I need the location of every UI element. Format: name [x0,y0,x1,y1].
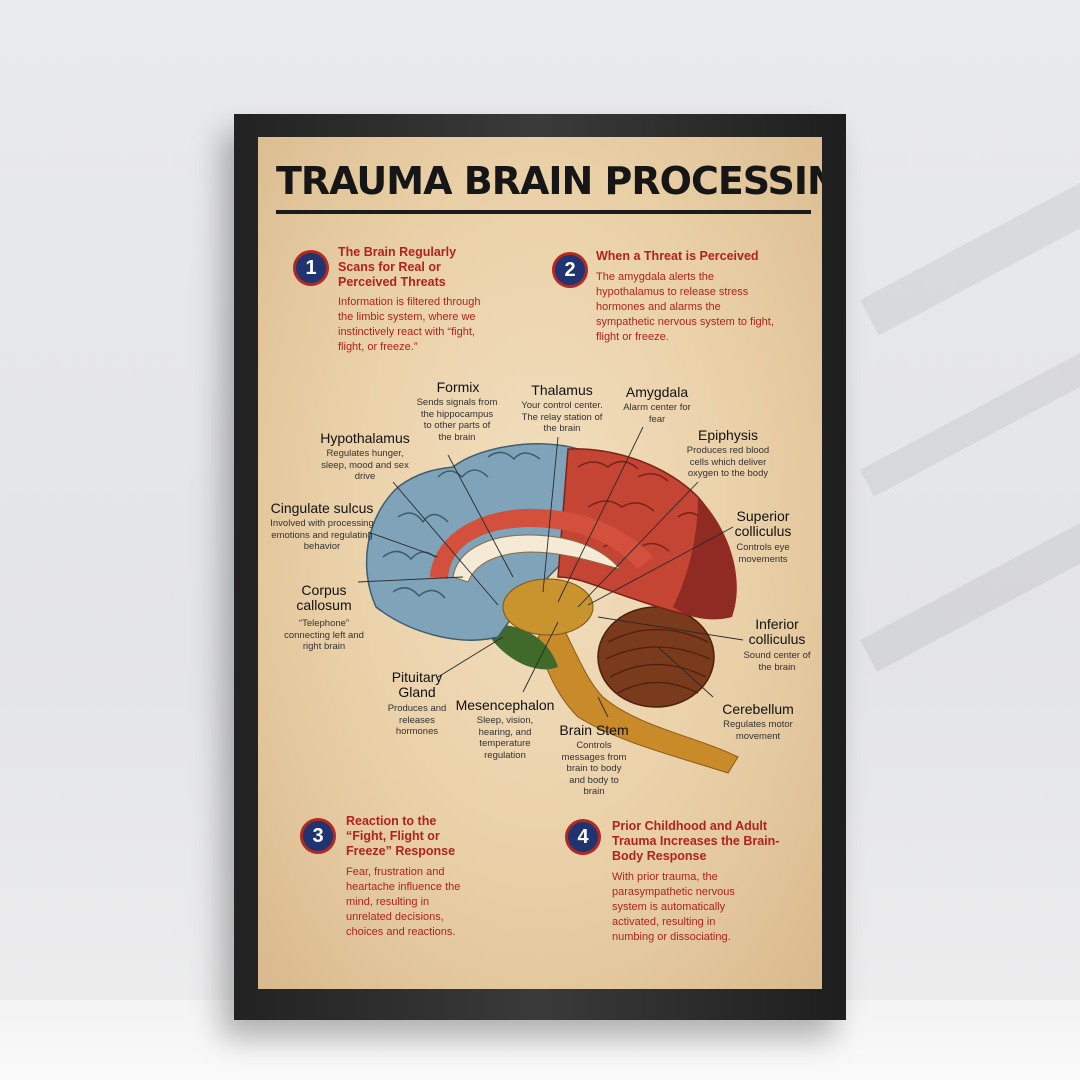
poster: TRAUMA BRAIN PROCESSING 1 The Brain Regu… [258,137,822,989]
step-1-badge: 1 [293,250,329,286]
label-formix-desc: Sends signals from the hippocampus to ot… [416,397,498,443]
label-mesencephalon-desc: Sleep, vision, hearing, and temperature … [476,715,534,761]
step-4-badge: 4 [565,819,601,855]
step-4-heading: Prior Childhood and Adult Trauma Increas… [612,819,780,863]
label-corpus-desc: “Telephone” connecting left and right br… [284,618,364,652]
label-hypothalamus-title: Hypothalamus [320,430,410,446]
step-2-heading: When a Threat is Perceived [596,249,759,263]
label-thalamus-desc: Your control center. The relay station o… [521,400,603,434]
label-superior-desc: Controls eye movements [736,542,790,565]
step-3-badge: 3 [300,818,336,854]
label-amygdala-title: Amygdala [625,384,689,400]
step-1-heading: The Brain Regularly Scans for Real or Pe… [338,245,457,289]
label-inferior-desc: Sound center of the brain [743,650,811,673]
label-brainstem-desc: Controls messages from brain to body and… [561,740,627,797]
label-mesencephalon-title: Mesencephalon [455,697,555,713]
step-3-heading: Reaction to the “Fight, Flight or Freeze… [346,814,456,858]
label-cingulate-title: Cingulate sulcus [270,500,374,516]
step-2-body: The amygdala alerts the hypothalamus to … [596,271,774,343]
step-3-body: Fear, frustration and heartache influenc… [346,866,461,938]
label-brainstem-title: Brain Stem [559,722,629,738]
label-cerebellum-desc: Regulates motor movement [723,719,793,742]
label-superior-title: Superior colliculus [734,508,792,539]
label-cerebellum-title: Cerebellum [722,701,794,717]
label-formix-title: Formix [436,379,480,395]
label-epiphysis-title: Epiphysis [698,427,758,443]
step-4-body: With prior trauma, the parasympathetic n… [612,871,735,943]
label-corpus-title: Corpus callosum [296,582,352,613]
label-cingulate-desc: Involved with processing emotions and re… [270,518,374,552]
step-1-body: Information is filtered through the limb… [338,296,481,353]
poster-title: TRAUMA BRAIN PROCESSING [276,159,822,203]
title-underline [276,210,811,214]
brain-illustration [357,426,744,774]
label-pituitary-desc: Produces and releases hormones [387,703,447,737]
label-amygdala-desc: Alarm center for fear [623,402,691,425]
label-inferior-title: Inferior colliculus [748,616,806,647]
label-thalamus-title: Thalamus [531,382,593,398]
label-epiphysis-desc: Produces red blood cells which deliver o… [686,445,770,479]
step-2-badge: 2 [552,252,588,288]
label-pituitary-title: Pituitary Gland [391,669,443,700]
label-hypothalamus-desc: Regulates hunger, sleep, mood and sex dr… [321,448,409,482]
